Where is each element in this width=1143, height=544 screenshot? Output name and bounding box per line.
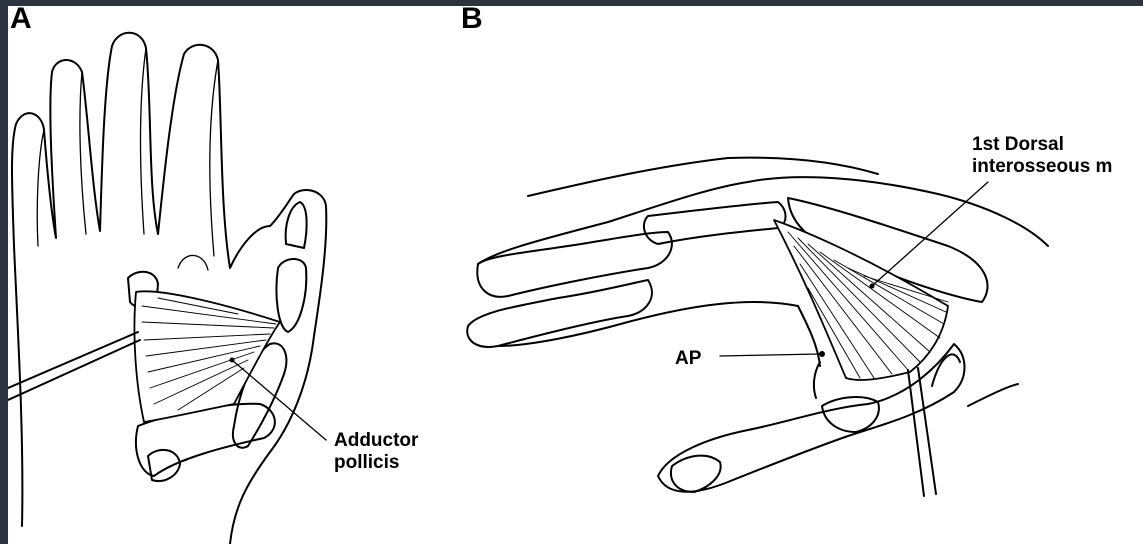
panel-a-letter: A bbox=[10, 6, 32, 34]
thumb-metacarpal-lateral bbox=[822, 397, 879, 432]
thumb-lateral bbox=[658, 344, 965, 492]
middle-finger bbox=[467, 280, 652, 347]
adductor-label-line1: Adductor bbox=[334, 430, 418, 452]
wrist-line bbox=[968, 384, 1018, 406]
adductor-pollicis-label: Adductor pollicis bbox=[334, 430, 418, 474]
adductor-label-line2: pollicis bbox=[334, 452, 418, 474]
fdi-label-line1: 1st Dorsal bbox=[972, 134, 1112, 156]
finger-crease bbox=[210, 60, 218, 256]
first-dorsal-interosseous-label: 1st Dorsal interosseous m bbox=[972, 134, 1112, 178]
retractor-probe bbox=[8, 332, 140, 400]
panel-b-hand-drawing bbox=[467, 158, 1048, 496]
retractor-probe-b bbox=[908, 368, 936, 496]
finger-crease bbox=[141, 48, 147, 234]
adductor-pointer-dot bbox=[230, 358, 235, 363]
index-finger bbox=[477, 232, 672, 297]
panel-b-letter: B bbox=[461, 6, 483, 34]
fdi-label-line2: interosseous m bbox=[972, 156, 1112, 178]
hand-lateral-outline bbox=[478, 177, 1048, 264]
ap-leader-line bbox=[720, 354, 820, 356]
thumb-phalanx bbox=[286, 202, 307, 248]
illustration-canvas bbox=[8, 6, 1143, 544]
thumb-metacarpal bbox=[276, 259, 306, 332]
finger-crease bbox=[37, 130, 44, 246]
ap-label: AP bbox=[675, 348, 701, 370]
fdi-leader-line bbox=[872, 182, 988, 286]
adductor-pollicis-muscle bbox=[134, 291, 280, 422]
first-dorsal-interosseous-muscle bbox=[774, 220, 948, 380]
index-metacarpal bbox=[644, 202, 786, 244]
ap-tendon bbox=[814, 362, 820, 398]
panel-a-hand-drawing bbox=[8, 33, 326, 544]
palm-crease bbox=[178, 255, 208, 270]
anatomy-figure: A B Adductor pollicis AP 1st Dorsal inte… bbox=[8, 6, 1143, 544]
adductor-leader-line bbox=[232, 360, 326, 440]
fdi-pointer-dot bbox=[870, 284, 875, 289]
trapezium bbox=[932, 354, 960, 386]
